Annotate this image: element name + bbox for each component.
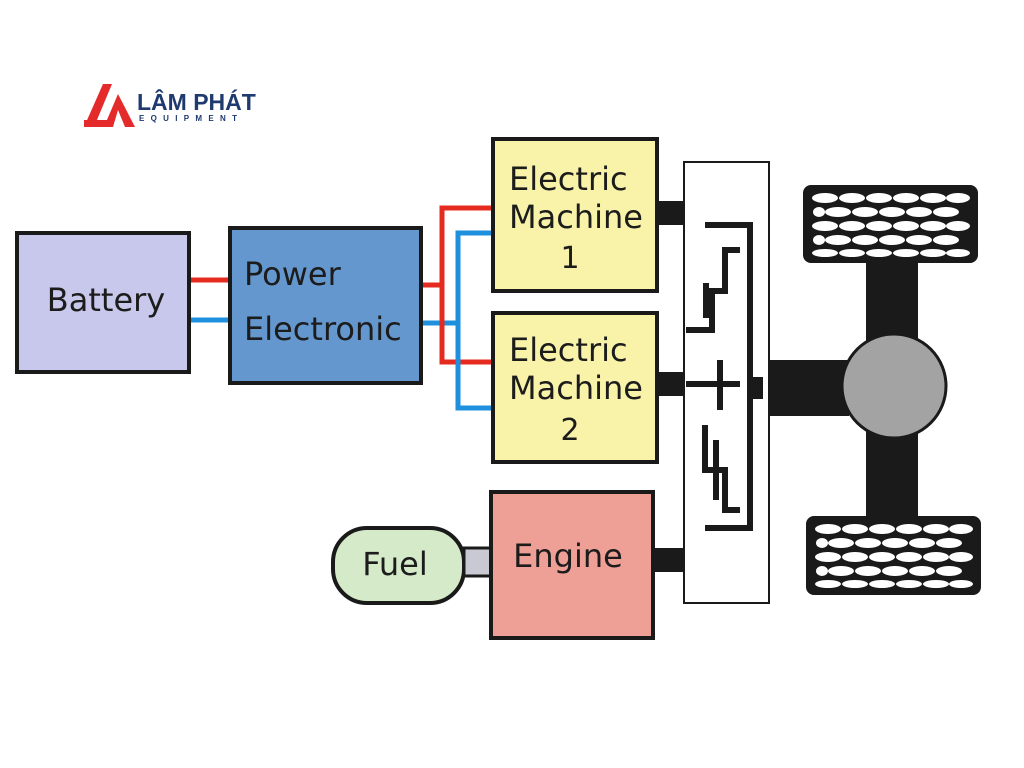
power-electronic-box (228, 226, 423, 385)
ring-gear (705, 222, 753, 531)
logo-brand-text: LÂM PHÁT (137, 88, 256, 115)
rear-wheel-bottom (806, 516, 981, 595)
engine-block: Engine (489, 490, 655, 640)
lam-phat-logo: LÂM PHÁT EQUIPMENT (84, 84, 256, 127)
sun-gear-link (686, 247, 740, 333)
differential (840, 332, 948, 440)
fuel-line (462, 546, 493, 578)
em1-shaft (657, 201, 684, 225)
em2-shaft (657, 372, 684, 396)
power-split-transmission (683, 161, 770, 604)
em2-negative-wire (455, 323, 493, 411)
machine-wires (421, 205, 493, 411)
fuel-label: Fuel (362, 545, 428, 583)
power-electronic-block: Power Electronic (228, 226, 423, 385)
output-stub (750, 377, 763, 399)
logo-tagline-text: EQUIPMENT (139, 114, 243, 123)
engine-shaft (653, 548, 684, 572)
electric-machine-2-block: Electric Machine 2 (491, 311, 659, 464)
em2-label-line3: 2 (560, 413, 579, 448)
fuel-block: Fuel (331, 526, 493, 605)
power-electronic-label-line1: Power (244, 255, 342, 293)
logo-mark-icon (84, 84, 135, 127)
input-shafts (653, 201, 684, 572)
em1-label-line3: 1 (560, 241, 579, 276)
em1-negative-wire (421, 230, 493, 326)
em1-label-line2: Machine (509, 198, 643, 236)
em1-positive-wire (421, 205, 493, 288)
em2-label-line1: Electric (509, 331, 628, 369)
engine-label: Engine (513, 537, 623, 575)
battery-wires (189, 277, 230, 323)
rear-wheel-top (803, 185, 978, 263)
driveline (769, 185, 981, 595)
electric-machine-2-box (491, 311, 659, 464)
output-shaft (769, 360, 849, 416)
battery-label: Battery (47, 281, 165, 319)
battery-box (15, 231, 191, 374)
em2-positive-wire (439, 285, 493, 365)
battery-block: Battery (15, 231, 191, 374)
em1-label-line1: Electric (509, 160, 628, 198)
power-electronic-label-line2: Electronic (244, 310, 402, 348)
em2-label-line2: Machine (509, 369, 643, 407)
electric-machine-1-block: Electric Machine 1 (491, 137, 659, 293)
electric-machine-1-box (491, 137, 659, 293)
planet-link (702, 425, 740, 513)
